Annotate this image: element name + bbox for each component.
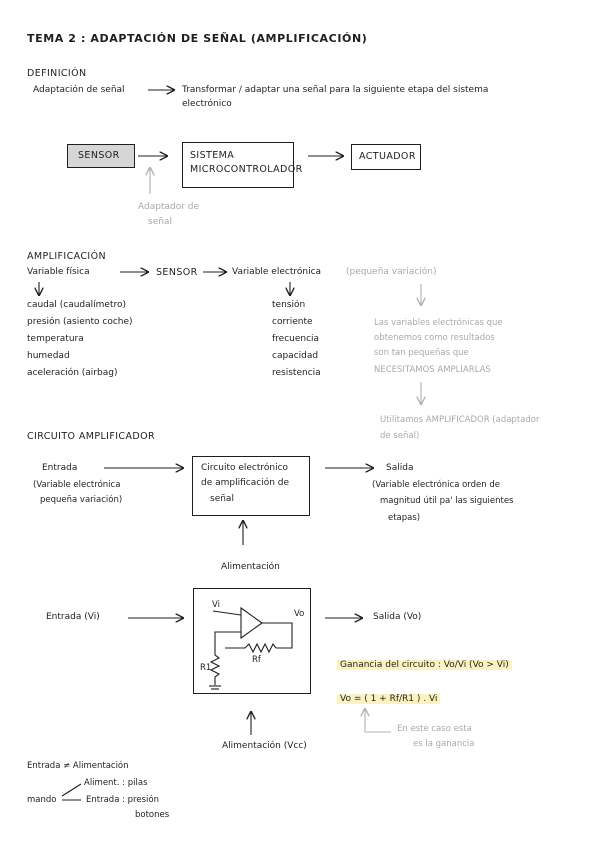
circuito-box-line3: señal <box>210 494 234 504</box>
formula-note-line1: En este caso esta <box>397 724 472 734</box>
formula-text: Vo = ( 1 + Rf/R1 ) . Vi <box>337 694 441 704</box>
physical-item: caudal (caudalímetro) <box>27 300 127 310</box>
microcontrolador-box <box>182 142 294 188</box>
circuito-salida: Salida <box>386 463 414 473</box>
electronic-item: resistencia <box>272 368 321 378</box>
circuito-box-line1: Circuito electrónico <box>201 463 289 473</box>
formula-note-line2: es la ganancia <box>413 739 475 749</box>
opamp-alimentacion: Alimentación (Vcc) <box>222 741 307 751</box>
physical-item: aceleración (airbag) <box>27 368 118 378</box>
electronic-item: capacidad <box>272 351 319 361</box>
amplificacion-heading: AMPLIFICACIÓN <box>27 251 106 262</box>
botones-label: botones <box>135 810 170 820</box>
physical-item: humedad <box>27 351 70 361</box>
sensor-box <box>67 144 135 168</box>
opamp-input-wire <box>212 610 242 616</box>
rf-label: Rf <box>252 655 261 665</box>
ganancia-highlight: Ganancia del circuito : Vo/Vi (Vo > Vi) <box>337 660 512 670</box>
circuito-alimentacion: Alimentación <box>221 562 280 572</box>
definicion-text-line2: electrónico <box>182 99 232 109</box>
electronic-item: tensión <box>272 300 306 310</box>
opamp-salida: Salida (Vo) <box>373 612 422 622</box>
entrada-desc-line2: pequeña variación) <box>40 495 123 505</box>
amplificacion-sensor: SENSOR <box>156 267 198 278</box>
physical-item: presión (asiento coche) <box>27 317 133 327</box>
micro-label-line1: SISTEMA <box>190 150 235 161</box>
note-line: obtenemos como resultados <box>374 333 495 343</box>
utilitamos-line1: Utilitamos AMPLIFICADOR (adaptador <box>380 415 540 425</box>
electronic-item: corriente <box>272 317 313 327</box>
micro-label-line2: MICROCONTROLADOR <box>190 164 303 175</box>
opamp-entrada: Entrada (Vi) <box>46 612 100 622</box>
opamp-box <box>193 588 311 694</box>
opamp-output-wire <box>262 622 293 649</box>
footer-brace-upper <box>61 783 82 797</box>
physical-item: temperatura <box>27 334 84 344</box>
vo-label: Vo <box>294 609 305 619</box>
adaptador-label-line2: señal <box>148 217 172 227</box>
page-title: TEMA 2 : ADAPTACIÓN DE SEÑAL (AMPLIFICAC… <box>27 32 368 45</box>
definicion-text-line1: Transformar / adaptar una señal para la … <box>182 85 489 95</box>
salida-desc-line2: magnitud útil pa' las siguientes <box>380 496 514 506</box>
variable-fisica: Variable física <box>27 267 90 277</box>
definicion-heading: DEFINICIÓN <box>27 68 87 79</box>
entrada-ne-alimentacion: Entrada ≠ Alimentación <box>27 761 129 771</box>
note-line: son tan pequeñas que <box>374 348 469 358</box>
circuito-box-line2: de amplificación de <box>201 478 290 488</box>
note-line: NECESITAMOS AMPLIARLAS <box>374 365 491 375</box>
salida-desc-line1: (Variable electrónica orden de <box>372 480 500 490</box>
vi-label: Vi <box>212 600 220 610</box>
electronic-item: frecuencia <box>272 334 320 344</box>
opamp-triangle <box>240 606 263 640</box>
definicion-term: Adaptación de señal <box>33 85 125 95</box>
aliment-pilas: Aliment. : pilas <box>84 778 148 788</box>
note-line: Las variables electrónicas que <box>374 318 503 328</box>
formula-highlight: Vo = ( 1 + Rf/R1 ) . Vi <box>337 694 441 704</box>
mando-label: mando <box>27 795 57 805</box>
entrada-desc-line1: (Variable electrónica <box>33 480 121 490</box>
variable-electronica: Variable electrónica <box>232 267 322 277</box>
pequena-variacion: (pequeña variación) <box>346 267 437 277</box>
utilitamos-line2: de señal) <box>380 431 420 441</box>
circuito-box <box>192 456 310 516</box>
opamp-feedback-wire <box>214 631 241 648</box>
r1-label: R1 <box>200 663 212 673</box>
actuador-box <box>351 144 421 170</box>
ganancia-text: Ganancia del circuito : Vo/Vi (Vo > Vi) <box>337 660 512 670</box>
sensor-label: SENSOR <box>78 150 120 161</box>
circuito-heading: CIRCUITO AMPLIFICADOR <box>27 431 155 442</box>
adaptador-label-line1: Adaptador de <box>138 202 200 212</box>
actuador-label: ACTUADOR <box>359 151 416 162</box>
entrada-presion: Entrada : presión <box>86 795 159 805</box>
circuito-entrada: Entrada <box>42 463 78 473</box>
formula-note-arrow <box>365 709 391 733</box>
rf-resistor <box>225 642 277 654</box>
salida-desc-line3: etapas) <box>388 513 421 523</box>
r1-resistor <box>209 648 221 685</box>
